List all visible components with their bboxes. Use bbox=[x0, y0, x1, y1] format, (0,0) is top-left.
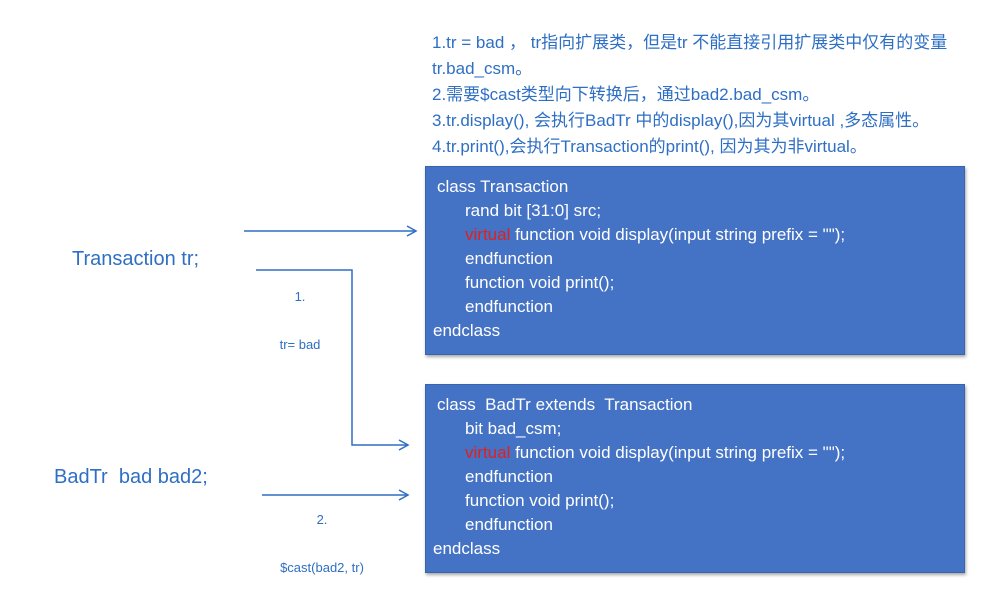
print-declaration: function void print(); bbox=[465, 273, 615, 292]
transaction-declaration: Transaction tr; bbox=[72, 248, 200, 270]
notes-panel: 1.tr = bad ， tr指向扩展类，但是tr 不能直接引用扩展类中仅有的变… bbox=[432, 30, 997, 160]
class-field: rand bit [31:0] src; bbox=[465, 201, 602, 220]
note-4: 4.tr.print(),会执行Transaction的print(), 因为其… bbox=[432, 137, 867, 156]
step-2-text: $cast(bad2, tr) bbox=[280, 560, 364, 575]
arrow-step1-path bbox=[256, 269, 410, 451]
class-field: bit bad_csm; bbox=[465, 419, 562, 438]
display-signature: function void display(input string prefi… bbox=[510, 443, 846, 462]
note-2: 2.需要$cast类型向下转换后，通过bad2.bad_csm。 bbox=[432, 85, 820, 104]
print-declaration: function void print(); bbox=[465, 491, 615, 510]
display-declaration: virtual function void display(input stri… bbox=[426, 223, 964, 247]
class-header: class BadTr extends Transaction bbox=[437, 395, 693, 414]
endfunction-line: endfunction bbox=[465, 467, 553, 486]
step-1-text: tr= bad bbox=[279, 337, 321, 352]
endclass-line: endclass bbox=[433, 321, 501, 340]
class-header: class Transaction bbox=[437, 177, 569, 196]
step-2-label: 2. $cast(bad2, tr) bbox=[262, 480, 382, 592]
step-1-label: 1. tr= bad bbox=[270, 257, 330, 369]
endfunction-line: endfunction bbox=[465, 249, 553, 268]
step-2-number: 2. bbox=[316, 512, 328, 527]
display-declaration: virtual function void display(input stri… bbox=[426, 441, 964, 465]
endclass-line: endclass bbox=[433, 539, 501, 558]
step-1-number: 1. bbox=[294, 289, 306, 304]
transaction-class-box: class Transaction rand bit [31:0] src; v… bbox=[425, 166, 965, 355]
display-signature: function void display(input string prefi… bbox=[510, 225, 846, 244]
endfunction-line: endfunction bbox=[465, 297, 553, 316]
virtual-keyword: virtual bbox=[465, 225, 511, 244]
endfunction-line: endfunction bbox=[465, 515, 553, 534]
note-1: 1.tr = bad ， tr指向扩展类，但是tr 不能直接引用扩展类中仅有的变… bbox=[432, 33, 948, 78]
note-3: 3.tr.display(), 会执行BadTr 中的display(),因为其… bbox=[432, 111, 930, 130]
virtual-keyword: virtual bbox=[465, 443, 511, 462]
badtr-class-box: class BadTr extends Transaction bit bad_… bbox=[425, 384, 965, 573]
badtr-declaration: BadTr bad bad2; bbox=[54, 466, 208, 488]
